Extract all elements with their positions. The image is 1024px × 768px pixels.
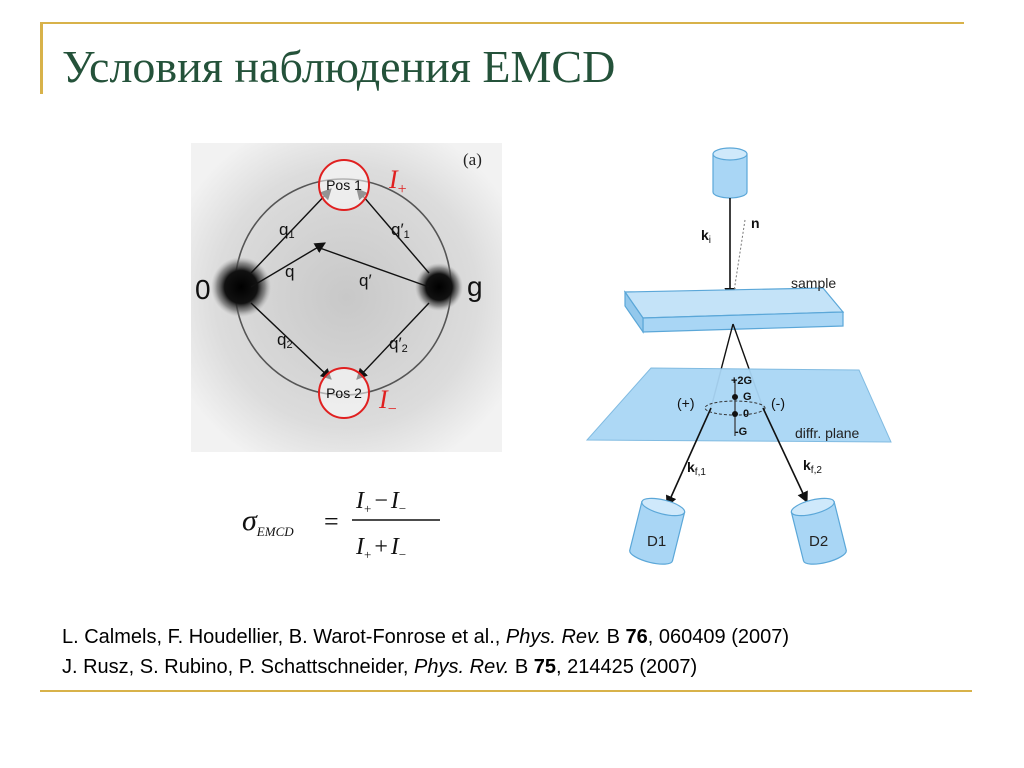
emcd-geometry-panel: ki n sample +2G G 0 -G (+) (-) diffr. pl…	[585, 147, 892, 565]
d1-label: D1	[647, 533, 666, 550]
pos1-label: Pos 1	[326, 177, 362, 193]
spot-g-label: g	[467, 271, 483, 302]
diffr-plane-label: diffr. plane	[795, 425, 860, 441]
d2-label: D2	[809, 533, 828, 550]
i-plus-label: I+	[388, 165, 407, 198]
spot-0-label: 0	[195, 274, 211, 305]
ki-label: ki	[701, 227, 711, 246]
emcd-formula: σEMCD = I+−I− I++I−	[242, 488, 440, 562]
q-prime-label: q′	[359, 271, 372, 290]
reference-2: J. Rusz, S. Rubino, P. Schattschneider, …	[62, 656, 698, 678]
plus-label: (+)	[677, 395, 695, 411]
formula-equals: =	[324, 507, 339, 536]
diffraction-pattern-panel: (a) Pos 1 Pos 2 0 g q1 q′1 q q′ q2 q′2 I…	[191, 143, 502, 452]
vector-q1	[250, 188, 332, 274]
q1-label: q1	[279, 220, 295, 241]
vector-q-prime	[316, 246, 430, 288]
frame-bottom-line	[40, 690, 972, 692]
normal-n	[732, 219, 746, 299]
minus-label: (-)	[771, 395, 785, 411]
pos1-highlight-circle	[318, 159, 370, 211]
detector-d1	[629, 497, 686, 565]
source-cylinder-top	[712, 147, 748, 161]
references: L. Calmels, F. Houdellier, B. Warot-Fonr…	[62, 622, 789, 682]
q2-label: q2	[277, 330, 293, 351]
diffraction-plane	[585, 367, 892, 443]
tick-0: 0	[743, 408, 749, 420]
detector-d2	[790, 497, 847, 565]
formula-sigma: σEMCD	[242, 504, 294, 539]
kf1-beam	[666, 407, 712, 508]
pos2-label: Pos 2	[326, 385, 362, 401]
q1-prime-label: q′1	[391, 220, 410, 241]
frame-left-line	[40, 22, 43, 94]
kf2-beam	[762, 407, 808, 504]
i-minus-label: I−	[378, 385, 397, 418]
n-label: n	[751, 215, 760, 231]
slide-title: Условия наблюдения EMCD	[62, 41, 616, 92]
spot-0	[211, 257, 271, 317]
frame-top-line	[40, 22, 964, 24]
q-label: q	[285, 262, 294, 281]
tick-2g: +2G	[731, 375, 752, 387]
spot-g	[415, 263, 463, 311]
formula-numerator: I+−I−	[355, 488, 406, 516]
source-cylinder	[712, 153, 748, 199]
sample-slab-side	[624, 290, 644, 334]
kf1-label: kf,1	[687, 459, 706, 478]
tick-g: G	[743, 391, 752, 403]
panel-a-label: (a)	[463, 150, 482, 169]
kf2-label: kf,2	[803, 457, 822, 476]
formula-denominator: I++I−	[355, 534, 406, 562]
vector-q2	[250, 302, 332, 380]
vector-q	[250, 242, 326, 288]
tick-minus-g: -G	[735, 426, 747, 438]
sample-label: sample	[791, 275, 836, 291]
vector-q2-prime	[356, 302, 430, 380]
spot-0-dot	[732, 411, 738, 417]
pos2-highlight-circle	[318, 367, 370, 419]
reference-1: L. Calmels, F. Houdellier, B. Warot-Fonr…	[62, 626, 790, 648]
vector-q1-prime	[356, 188, 430, 274]
q2-prime-label: q′2	[389, 334, 408, 355]
spot-g-dot	[732, 394, 738, 400]
